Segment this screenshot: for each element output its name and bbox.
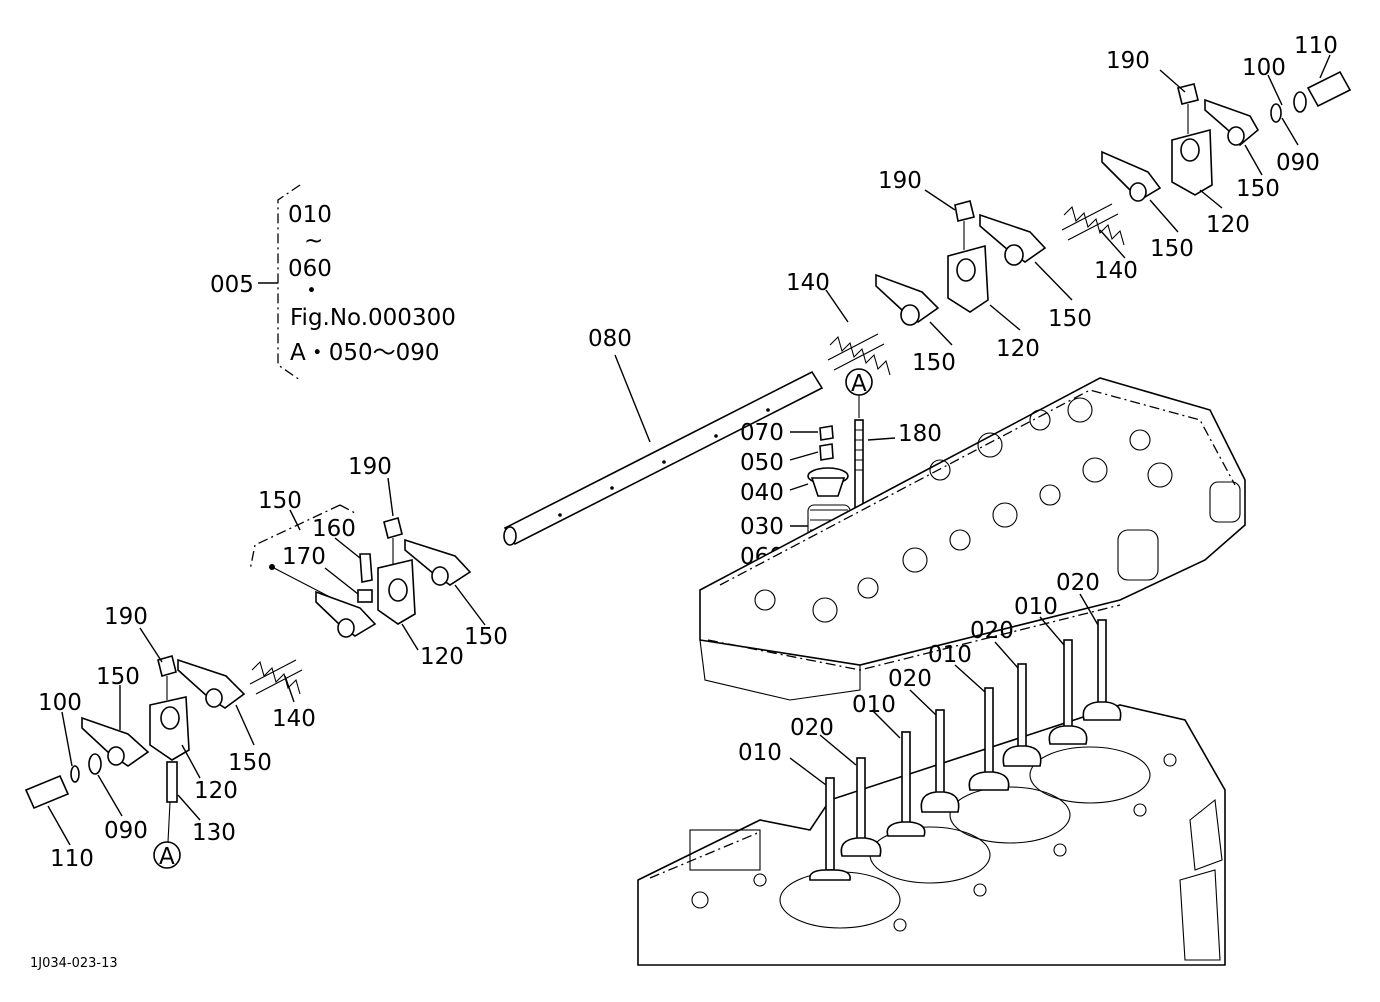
callout-020-4: 020 [1056, 570, 1100, 596]
callout-170: 170 [282, 544, 326, 570]
callout-140-left: 140 [272, 706, 316, 732]
callout-190-lower-left: 190 [104, 604, 148, 630]
callout-120-left: 120 [420, 644, 464, 670]
legend-range-end: 060 [288, 256, 332, 282]
callout-090-lower-left: 090 [104, 818, 148, 844]
callout-150-lower-left2: 150 [228, 750, 272, 776]
cylinder-head [699, 377, 1246, 701]
callout-180: 180 [898, 421, 942, 447]
valve-020-1 [840, 757, 882, 857]
callout-020-2: 020 [888, 666, 932, 692]
legend-range-sep: ~ [304, 228, 323, 254]
legend-range-start: 010 [288, 202, 332, 228]
callout-140-upper: 140 [786, 270, 830, 296]
callout-150-lower-left: 150 [96, 664, 140, 690]
callout-010-3: 010 [928, 642, 972, 668]
legend-note: A・050～090 [290, 340, 440, 366]
callout-090-tr: 090 [1276, 150, 1320, 176]
callout-110-tr: 110 [1294, 33, 1338, 59]
valve-010-2 [886, 731, 926, 837]
callout-020-3: 020 [970, 618, 1014, 644]
valve-010-3 [968, 687, 1010, 791]
legend-fig-ref: Fig.No.000300 [290, 305, 456, 331]
marker-a-top: A [851, 371, 867, 397]
valve-010-4 [1048, 639, 1088, 745]
rocker-assembly-middle: 190 150 120 150 140 [786, 168, 1092, 376]
callout-120-mid: 120 [996, 336, 1040, 362]
callout-100-tr: 100 [1242, 55, 1286, 81]
callout-140-mid: 140 [1094, 258, 1138, 284]
valve-020-2 [920, 709, 960, 813]
callout-110-lower-left: 110 [50, 846, 94, 872]
callout-130: 130 [192, 820, 236, 846]
legend-block: 005 010 ~ 060 ・ Fig.No.000300 A・050～090 [210, 184, 456, 381]
callout-040: 040 [740, 480, 784, 506]
rocker-shaft-080: 080 [503, 326, 824, 546]
valve-020-4 [1082, 619, 1122, 721]
rocker-assembly-top-right: 190 110 100 090 150 150 120 140 [1061, 33, 1352, 284]
callout-150-tr1: 150 [1236, 176, 1280, 202]
callout-050: 050 [740, 450, 784, 476]
callout-120-tr: 120 [1206, 212, 1250, 238]
valve-010-1 [809, 777, 851, 881]
callout-100-lower-left: 100 [38, 690, 82, 716]
callout-150-tr2: 150 [1150, 236, 1194, 262]
valve-020-3 [1002, 663, 1042, 767]
callout-150-group: 150 [258, 488, 302, 514]
legend-dot: ・ [300, 278, 323, 304]
valves: 010 020 010 020 010 020 010 020 [738, 570, 1122, 881]
callout-080: 080 [588, 326, 632, 352]
marker-a-bottom: A [159, 844, 175, 870]
cylinder-block [637, 704, 1226, 966]
callout-190-mid: 190 [878, 168, 922, 194]
callout-070: 070 [740, 420, 784, 446]
callout-150-upper: 150 [912, 350, 956, 376]
callout-160: 160 [312, 516, 356, 542]
callout-150-left: 150 [464, 624, 508, 650]
callout-190-tr: 190 [1106, 48, 1150, 74]
legend-group-label: 005 [210, 272, 254, 298]
callout-010-4: 010 [1014, 594, 1058, 620]
callout-020-1: 020 [790, 715, 834, 741]
rocker-assembly-lower-left: 140 A 190 150 100 150 120 090 130 110 [24, 604, 316, 872]
callout-010-2: 010 [852, 692, 896, 718]
rocker-assembly-left-middle: 150 190 160 170 120 150 [249, 454, 508, 670]
callout-120-lower-left: 120 [194, 778, 238, 804]
callout-010-1: 010 [738, 740, 782, 766]
callout-150-mid1: 150 [1048, 306, 1092, 332]
figure-code: 1J034-023-13 [30, 956, 118, 971]
callout-190-left: 190 [348, 454, 392, 480]
callout-030: 030 [740, 514, 784, 540]
